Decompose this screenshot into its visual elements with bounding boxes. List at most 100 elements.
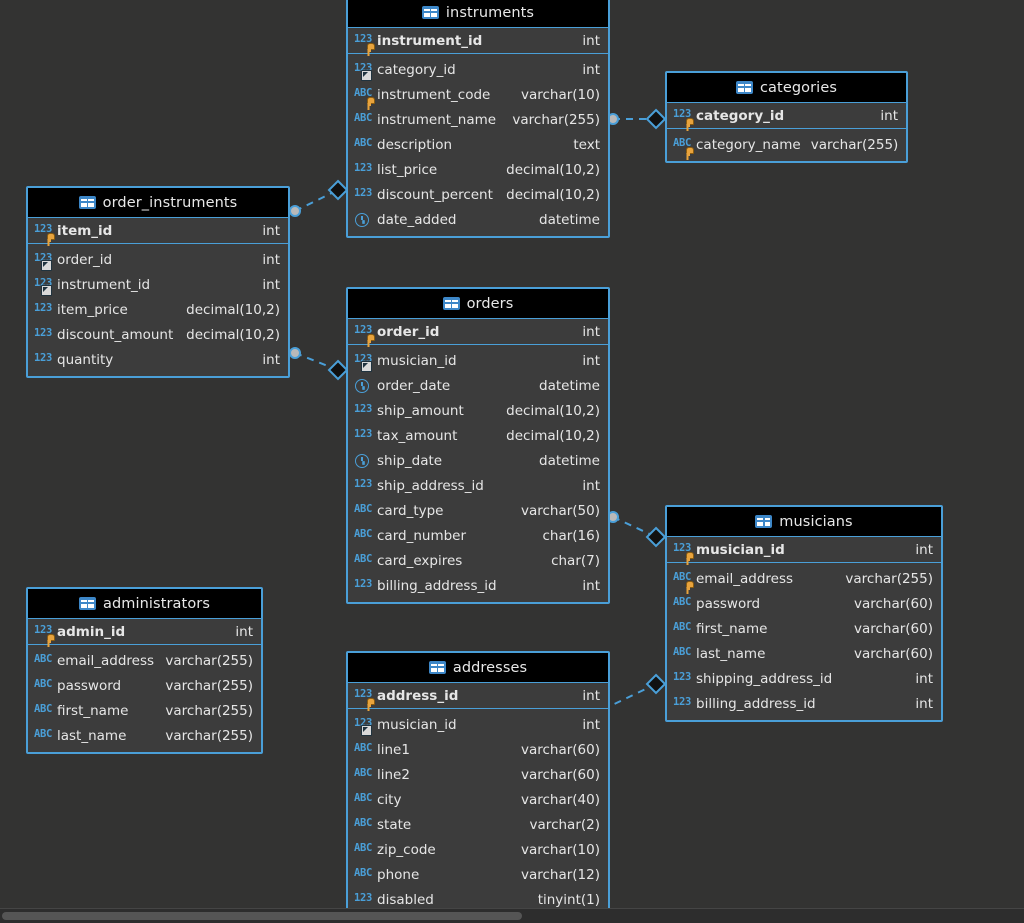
- string-icon: [354, 553, 373, 569]
- column-type: varchar(255): [512, 111, 600, 128]
- foreign-key-badge-icon: [361, 69, 372, 81]
- column-type: int: [582, 323, 600, 340]
- date-icon: [354, 212, 373, 228]
- column-name: description: [377, 136, 453, 153]
- column-name: password: [696, 595, 761, 612]
- column-type: varchar(50): [520, 502, 600, 519]
- number-icon: [34, 252, 53, 271]
- primary-key-badge-icon: [366, 96, 375, 106]
- table-header[interactable]: categories: [667, 73, 906, 103]
- column-row[interactable]: instrument_id int: [28, 272, 288, 297]
- table-header[interactable]: orders: [348, 289, 608, 319]
- column-row[interactable]: email_address varchar(255): [667, 566, 941, 591]
- relationship-instruments-to-categories: [607, 108, 667, 130]
- table-header[interactable]: musicians: [667, 507, 941, 537]
- column-type: int: [262, 276, 280, 293]
- column-name: instrument_id: [377, 32, 483, 49]
- table-orders[interactable]: ordersorder_idintmusician_idintorder_dat…: [346, 287, 610, 604]
- number-icon: [354, 478, 373, 494]
- table-header[interactable]: instruments: [348, 0, 608, 28]
- horizontal-scrollbar[interactable]: [0, 908, 1024, 923]
- column-type: varchar(255): [810, 136, 899, 153]
- foreign-key-badge-icon: [361, 360, 372, 372]
- column-list: email_address varchar(255) passwordvarchar…: [667, 563, 941, 720]
- horizontal-scrollbar-thumb[interactable]: [2, 912, 522, 920]
- column-name: musician_id: [377, 352, 457, 369]
- relationship-endpoint-diamond: [645, 108, 667, 130]
- table-icon: [428, 661, 446, 674]
- table-addresses[interactable]: addressesaddress_idintmusician_idintline…: [346, 651, 610, 918]
- primary-key-badge-icon: [685, 551, 694, 561]
- number-icon: [354, 578, 373, 594]
- column-name: address_id: [377, 687, 459, 704]
- table-header[interactable]: administrators: [28, 589, 261, 619]
- column-name: item_price: [57, 301, 128, 318]
- column-name: instrument_id: [57, 276, 151, 293]
- table-header[interactable]: order_instruments: [28, 188, 288, 218]
- column-name: list_price: [377, 161, 438, 178]
- column-name: email_address: [696, 570, 794, 587]
- string-icon: [34, 678, 53, 694]
- string-icon: [354, 112, 373, 128]
- column-name: ship_date: [377, 452, 443, 469]
- column-name: city: [377, 791, 402, 808]
- column-type: varchar(255): [845, 570, 933, 587]
- string-icon: [673, 596, 692, 612]
- table-order_instruments[interactable]: order_instrumentsitem_idintorder_idintin…: [26, 186, 290, 378]
- table-header[interactable]: addresses: [348, 653, 608, 683]
